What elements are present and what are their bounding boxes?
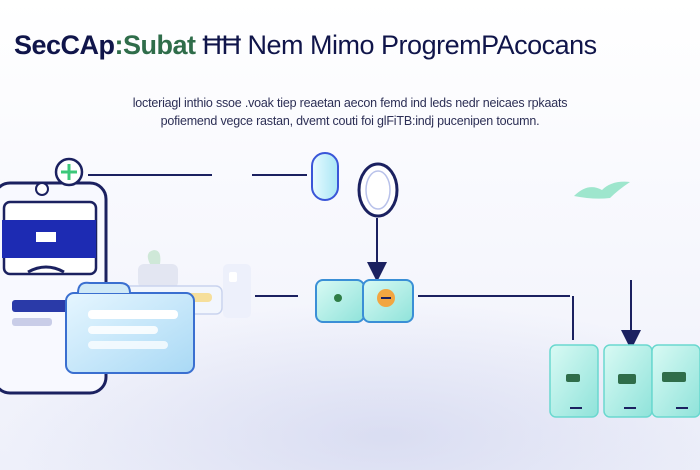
subtitle-line-2: pofiemend vegce rastan, dvemt couti foi …	[160, 114, 540, 128]
subtitle-line-1: locteriagl inthio ssoe .voak tiep reaeta…	[132, 96, 568, 110]
server-rack-icon	[549, 344, 700, 418]
bird-icon	[574, 181, 630, 199]
plant-jar-icon	[138, 250, 178, 288]
title-part-1: SecCAp	[14, 30, 115, 60]
page-title: SecCAp:Subat ĦĦ Nem Mimo ProgremPAcocans	[14, 30, 686, 61]
chat-bubble-icon	[65, 281, 223, 374]
device-icon	[223, 264, 251, 318]
process-node-icon	[315, 279, 414, 323]
plus-icon	[54, 157, 84, 187]
title-part-2: :Subat	[114, 30, 197, 60]
title-part-3: ĦĦ Nem Mimo ProgremPAcocans	[202, 30, 598, 60]
connector-lines	[88, 174, 641, 350]
capsule-icon	[311, 152, 399, 218]
